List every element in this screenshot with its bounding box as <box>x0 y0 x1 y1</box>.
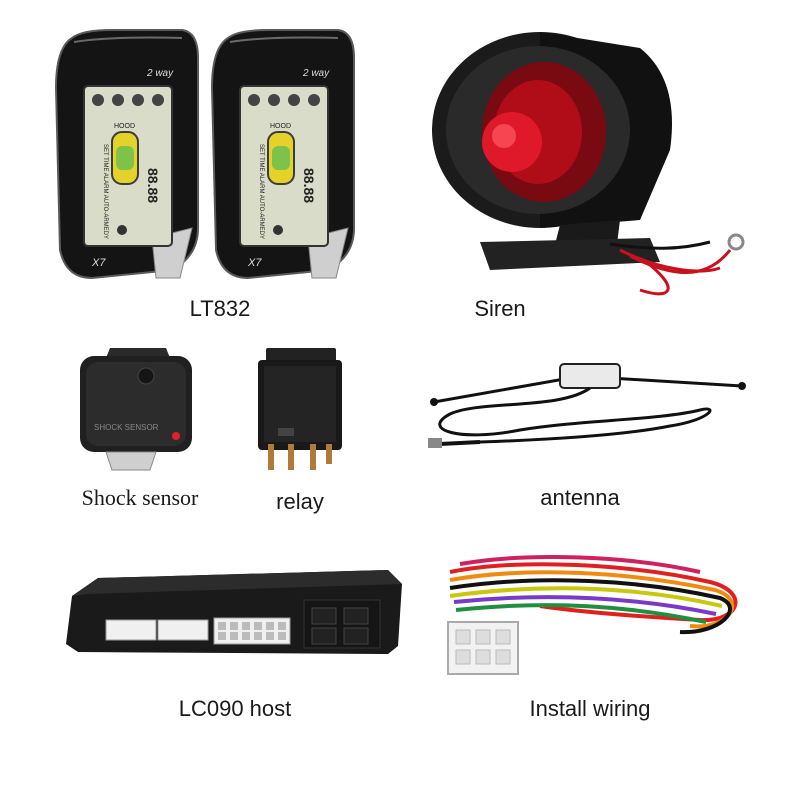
relay-label: relay <box>276 489 324 514</box>
install-wiring-label: Install wiring <box>529 696 651 721</box>
remote-control-left: 2 way HOOD 88.88 SET TIME ALARM AUTO-ARM… <box>52 28 204 284</box>
install-wiring-image <box>430 552 760 692</box>
remote-header-text: 2 way <box>146 68 174 79</box>
antenna-label: antenna <box>540 485 620 510</box>
shock-sensor-image: SHOCK SENSOR <box>70 344 200 474</box>
antenna-image <box>420 350 760 460</box>
host-unit-image <box>58 560 408 670</box>
shock-sensor-label: Shock sensor <box>81 485 199 510</box>
remote-hood-text: HOOD <box>114 123 135 130</box>
remote-header-text-2: 2 way <box>302 68 330 79</box>
remote-lcd-digits: 88.88 <box>145 168 161 203</box>
remote-control-right: 2 way HOOD 88.88 SET TIME ALARM AUTO-ARM… <box>208 28 360 284</box>
remote-lcd-side-text: SET TIME ALARM AUTO-ARMEDY <box>102 144 108 239</box>
remote-label: LT832 <box>189 296 251 321</box>
siren-label: Siren <box>474 296 526 321</box>
relay-image <box>250 346 350 476</box>
remote-model-text: X7 <box>91 257 106 269</box>
shock-sensor-embossed-text: SHOCK SENSOR <box>94 423 159 432</box>
host-label: LC090 host <box>178 696 292 721</box>
remote-hood-text-2: HOOD <box>270 123 291 130</box>
remote-lcd-side-text-2: SET TIME ALARM AUTO-ARMEDY <box>258 144 264 239</box>
remote-model-text-2: X7 <box>247 257 262 269</box>
siren-image <box>420 20 760 310</box>
remote-lcd-digits-2: 88.88 <box>301 168 317 203</box>
